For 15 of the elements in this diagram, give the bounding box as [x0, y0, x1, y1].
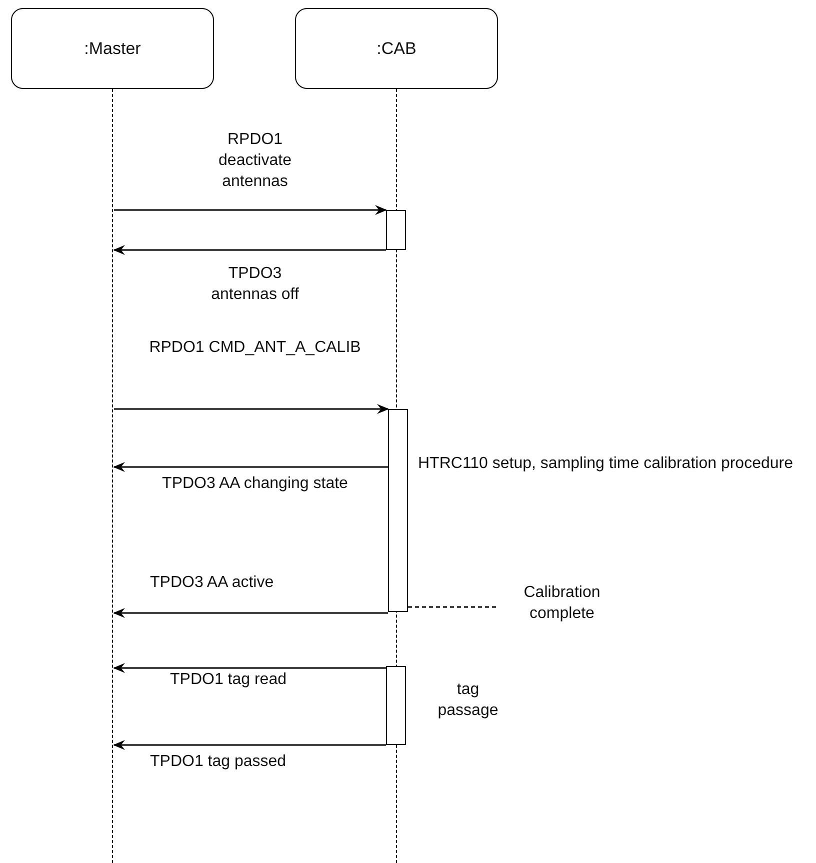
- participant-box: :Master: [11, 8, 214, 89]
- message-arrow: [114, 404, 389, 414]
- lifeline: [112, 89, 115, 863]
- activation-bar: [388, 409, 408, 612]
- activation-bar: [386, 666, 406, 745]
- connector-line: [408, 606, 498, 608]
- note-text: Calibration complete: [522, 583, 602, 624]
- message-arrow: [113, 740, 386, 750]
- participant-box: :CAB: [295, 8, 498, 89]
- message-arrow: [113, 245, 386, 255]
- message-arrow: [113, 608, 388, 618]
- message-arrow: [113, 462, 388, 472]
- message-arrow: [113, 663, 386, 673]
- message-arrow: [114, 205, 387, 215]
- activation-bar: [386, 210, 406, 250]
